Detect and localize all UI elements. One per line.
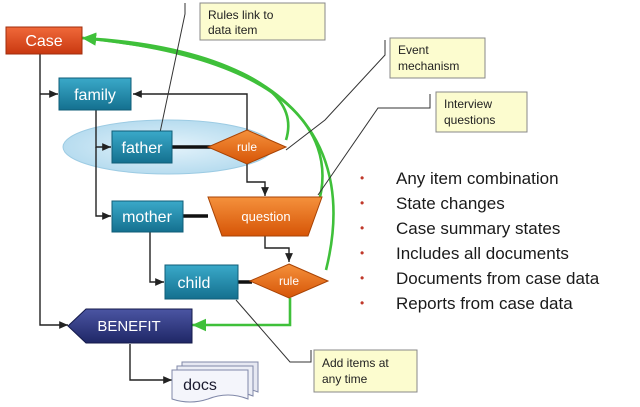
docs-node[interactable]: docs: [171, 361, 259, 403]
bullet-item: • Any item combination: [360, 166, 640, 191]
benefit-node[interactable]: BENEFIT: [67, 308, 193, 344]
thick-links: [172, 145, 252, 284]
connector-lines: [39, 54, 293, 384]
case-node[interactable]: Case: [5, 26, 83, 55]
callout-rules-link-line1: Rules link to: [208, 8, 274, 22]
father-label: father: [122, 140, 164, 157]
green-event-links: [81, 32, 335, 332]
bullet-item: • State changes: [360, 191, 640, 216]
family-node[interactable]: family: [58, 77, 132, 111]
callout-rules-link: Rules link to data item: [199, 2, 326, 41]
question-node[interactable]: question: [207, 196, 323, 237]
bullet-item: • Reports from case data: [360, 291, 640, 316]
bullet-dot-icon: •: [360, 296, 365, 310]
bullet-item: • Case summary states: [360, 216, 640, 241]
callout-event-line2: mechanism: [398, 59, 459, 73]
bullet-dot-icon: •: [360, 246, 365, 260]
callout-interview-questions: Interview questions: [435, 91, 528, 133]
bullet-dot-icon: •: [360, 196, 365, 210]
father-node[interactable]: father: [111, 130, 173, 164]
mother-node[interactable]: mother: [111, 200, 184, 233]
bullet-text: Case summary states: [396, 219, 561, 238]
bullet-dot-icon: •: [360, 171, 365, 185]
callout-interview-line1: Interview: [444, 97, 492, 111]
callout-interview-line2: questions: [444, 113, 495, 127]
bullet-dot-icon: •: [360, 271, 365, 285]
bullet-text: Includes all documents: [396, 244, 569, 263]
rule-top-node[interactable]: rule: [206, 129, 288, 165]
bullet-dot-icon: •: [360, 221, 365, 235]
callout-rules-link-line2: data item: [208, 23, 257, 37]
callout-add-items: Add items at any time: [313, 349, 418, 393]
bullet-text: Any item combination: [396, 169, 559, 188]
rule-bottom-label: rule: [279, 274, 299, 288]
callout-event-line1: Event: [398, 43, 429, 57]
callout-event-mechanism: Event mechanism: [389, 37, 486, 79]
bullet-text: Reports from case data: [396, 294, 573, 313]
docs-label: docs: [183, 377, 217, 394]
rule-bottom-node[interactable]: rule: [248, 263, 330, 299]
bullet-text: Documents from case data: [396, 269, 600, 288]
mother-label: mother: [122, 209, 172, 226]
bullet-item: • Includes all documents: [360, 241, 640, 266]
bullet-text: State changes: [396, 194, 505, 213]
feature-bullet-list: • Any item combination • State changes • Ca…: [360, 166, 640, 316]
question-label: question: [241, 209, 290, 224]
bullet-item: • Documents from case data: [360, 266, 640, 291]
callout-pointers: [157, 3, 431, 363]
case-label: Case: [25, 33, 62, 50]
callout-add-items-line1: Add items at: [322, 356, 389, 370]
child-node[interactable]: child: [164, 264, 239, 300]
benefit-label: BENEFIT: [97, 318, 160, 335]
callout-add-items-line2: any time: [322, 372, 368, 386]
child-label: child: [178, 275, 211, 292]
rule-top-label: rule: [237, 140, 257, 154]
family-label: family: [74, 87, 116, 104]
